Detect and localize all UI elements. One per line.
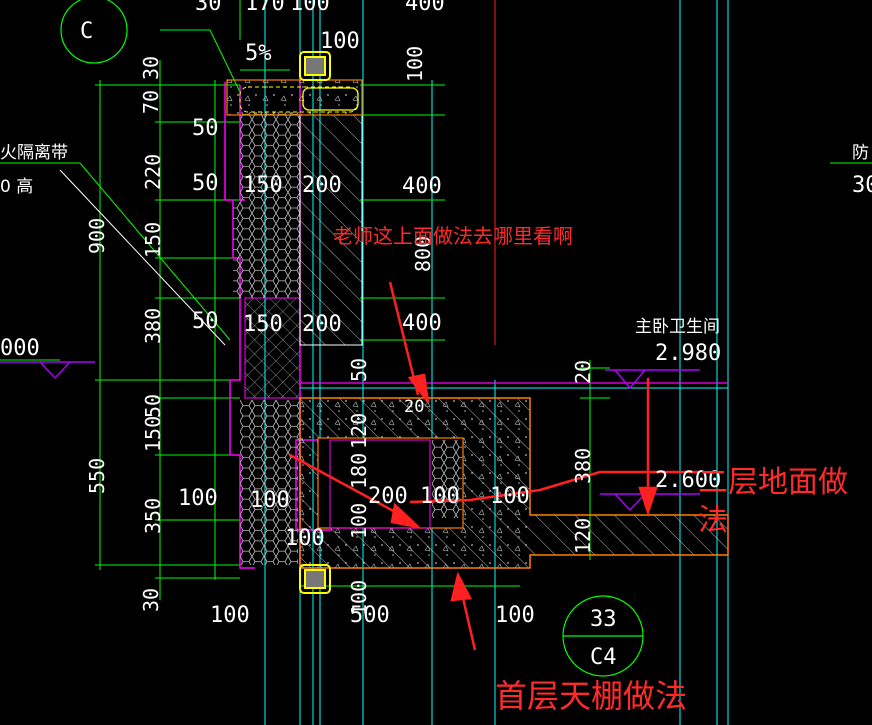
dim-900: 900	[85, 218, 109, 254]
dimension-lines	[0, 0, 872, 600]
dim-100-right: 100	[403, 46, 427, 82]
dim-550: 550	[85, 458, 109, 494]
dim-top-400: 400	[405, 0, 445, 16]
annotation-question: 老师这上面做法去哪里看啊	[333, 224, 573, 248]
dim-50d: 50	[192, 309, 219, 334]
ins-100b: 100	[285, 526, 325, 551]
slope-label: 5%	[245, 41, 272, 66]
dim-400-mid: 400	[402, 174, 442, 199]
dim-50b: 50	[192, 116, 219, 141]
fire-belt-height: 0 高	[0, 177, 33, 197]
beam-50: 50	[347, 358, 371, 382]
ins-100: 100	[250, 488, 290, 513]
slab-20: 20	[571, 360, 595, 384]
dim-top-170: 170	[245, 0, 285, 16]
dim-top-30: 30	[195, 0, 222, 16]
elevation-20: 20	[404, 397, 424, 417]
dim-100-col3: 100	[178, 486, 218, 511]
dim-220: 220	[141, 154, 165, 190]
annotation-ceiling: 首层天棚做法	[495, 677, 687, 715]
dim-50a: 50	[141, 394, 165, 418]
bottom-100a: 100	[210, 603, 250, 628]
dim-150a: 150	[141, 222, 165, 258]
dim-30a: 30	[139, 56, 163, 80]
elevation-2600: 2.600	[655, 468, 721, 493]
beam-180: 180	[347, 453, 371, 489]
beam-100v: 100	[347, 503, 371, 539]
slab-380: 380	[571, 448, 595, 484]
beam-100b: 100	[490, 484, 530, 509]
beam-100a: 100	[420, 484, 460, 509]
slab-120: 120	[571, 518, 595, 554]
bottom-500: 500	[350, 603, 390, 628]
beam-100c: 100	[347, 580, 371, 616]
elevation-2980: 2.980	[655, 341, 721, 366]
right-edge-num: 30	[852, 173, 872, 198]
dim-50c: 50	[192, 171, 219, 196]
callout-top: 33	[590, 607, 617, 632]
dim-800: 800	[411, 236, 435, 272]
beam-120: 120	[347, 413, 371, 449]
dim-70: 70	[139, 90, 163, 114]
svg-text:C: C	[80, 19, 93, 44]
annotation-second-floor: 二层地面做法	[698, 465, 848, 538]
callout-bottom: C4	[590, 645, 617, 670]
left-elevation: 000	[0, 336, 40, 361]
dim-380a: 380	[141, 308, 165, 344]
ins-200b: 200	[302, 312, 342, 337]
dim-150b: 150	[141, 416, 165, 452]
dim-30b: 30	[139, 588, 163, 612]
room-label: 主卧卫生间	[635, 317, 720, 337]
fire-belt-label: 火隔离带	[0, 143, 68, 163]
ins-150b: 150	[243, 312, 283, 337]
beam-200: 200	[368, 484, 408, 509]
dim-100-window: 100	[320, 29, 360, 54]
right-edge-fire: 防	[852, 143, 869, 163]
dim-400-low: 400	[402, 311, 442, 336]
dim-350: 350	[141, 498, 165, 534]
ins-200a: 200	[302, 173, 342, 198]
ins-150a: 150	[243, 173, 283, 198]
bottom-100c: 100	[495, 603, 535, 628]
dim-top-100: 100	[290, 0, 330, 16]
